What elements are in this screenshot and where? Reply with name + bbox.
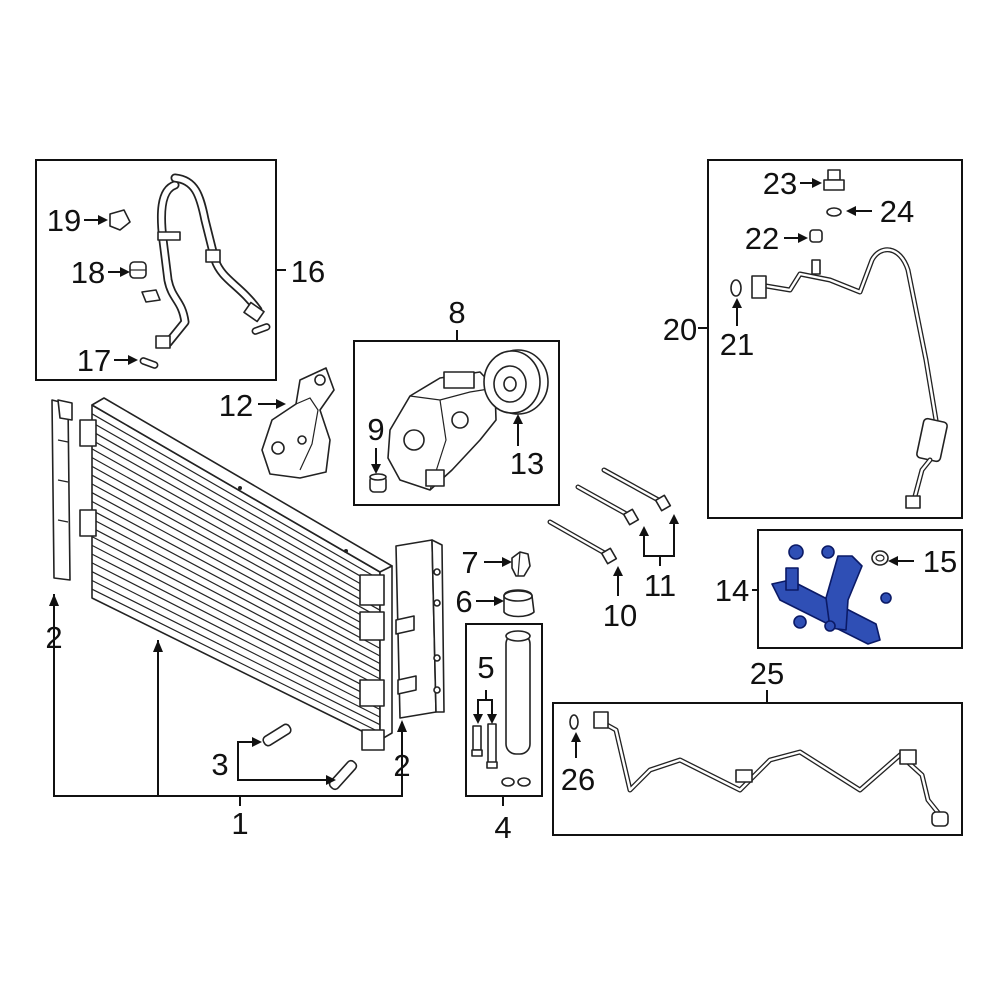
condenser-fin <box>91 474 381 634</box>
box-line-25 <box>552 702 963 836</box>
condenser-fin <box>91 483 381 642</box>
condenser-fin <box>91 562 381 711</box>
hose-assembly-16[interactable] <box>155 173 265 349</box>
callout-8: 8 <box>448 295 465 330</box>
box-line-20 <box>707 159 963 519</box>
condenser-fin <box>91 465 381 627</box>
clutch-pulley-13[interactable] <box>483 349 549 415</box>
callout-13: 13 <box>510 446 544 481</box>
sensor-23[interactable] <box>823 169 845 191</box>
callout-25: 25 <box>750 656 784 691</box>
callout-11: 11 <box>644 568 676 603</box>
bolts-5[interactable] <box>471 723 498 769</box>
callout-5: 5 <box>477 650 494 685</box>
bolt-7[interactable] <box>511 551 531 577</box>
liquid-line-25[interactable] <box>593 711 949 827</box>
callout-26: 26 <box>561 762 595 797</box>
compressor[interactable] <box>387 371 497 491</box>
manifold-14[interactable] <box>771 544 892 645</box>
condenser-fin <box>91 527 381 680</box>
condenser-fin <box>91 509 381 665</box>
condenser-fin <box>91 518 381 672</box>
bracket-small[interactable] <box>141 289 161 303</box>
callout-22: 22 <box>745 221 779 256</box>
condenser-fin <box>91 413 381 581</box>
receiver-drier[interactable] <box>501 630 531 787</box>
condenser-fin <box>91 579 381 726</box>
condenser-fin <box>91 571 381 718</box>
callout-14: 14 <box>715 573 749 608</box>
oring-21[interactable] <box>730 279 742 297</box>
compressor-bracket-12[interactable] <box>261 367 335 479</box>
callout-18: 18 <box>71 255 105 290</box>
oring-26[interactable] <box>569 714 579 730</box>
suction-line-20[interactable] <box>751 247 948 509</box>
condenser-fin <box>91 553 381 703</box>
callout-7: 7 <box>461 545 478 580</box>
condenser-fin <box>91 430 381 596</box>
condenser-fin <box>91 421 381 588</box>
callout-10: 10 <box>603 598 637 633</box>
callout-3: 3 <box>211 747 228 782</box>
callout-21: 21 <box>720 327 754 362</box>
valve-18[interactable] <box>129 261 147 279</box>
callout-15: 15 <box>923 544 957 579</box>
condenser-fin <box>91 588 381 733</box>
callout-9: 9 <box>367 412 384 447</box>
callout-20: 20 <box>663 312 697 347</box>
callout-24: 24 <box>880 194 914 229</box>
oring-24[interactable] <box>826 207 842 217</box>
pin-3[interactable] <box>262 723 358 791</box>
callout-labels: 1 2 2 3 4 5 6 7 8 9 10 11 12 13 14 15 16… <box>45 166 957 845</box>
callout-4: 4 <box>494 810 511 845</box>
air-seal-left[interactable] <box>51 399 73 581</box>
callout-1: 1 <box>231 806 248 841</box>
leaders <box>53 182 914 806</box>
fitting-9[interactable] <box>369 473 387 493</box>
condenser-fin <box>91 492 381 649</box>
bolts-11[interactable] <box>575 467 672 526</box>
callout-17: 17 <box>77 343 111 378</box>
callout-2-left: 2 <box>45 620 62 655</box>
condenser-fin <box>91 448 381 611</box>
oring-15[interactable] <box>871 550 889 566</box>
arrowheads <box>49 178 898 785</box>
condenser-fin <box>91 536 381 688</box>
valve-core-22[interactable] <box>809 229 823 243</box>
oring-17[interactable] <box>139 323 271 369</box>
condenser[interactable] <box>79 397 393 751</box>
clamp-6[interactable] <box>503 589 535 618</box>
callout-6: 6 <box>455 584 472 619</box>
callout-16: 16 <box>291 254 325 289</box>
callout-12: 12 <box>219 388 253 423</box>
air-seal-right[interactable] <box>395 539 445 719</box>
callout-23: 23 <box>763 166 797 201</box>
callout-2-right: 2 <box>393 748 410 783</box>
condenser-fin <box>91 500 381 657</box>
cap-19[interactable] <box>109 209 131 231</box>
condenser-fin <box>91 457 381 619</box>
callout-19: 19 <box>47 203 81 238</box>
bolt-10[interactable] <box>547 519 618 565</box>
condenser-fin <box>91 544 381 695</box>
condenser-fin <box>91 439 381 604</box>
